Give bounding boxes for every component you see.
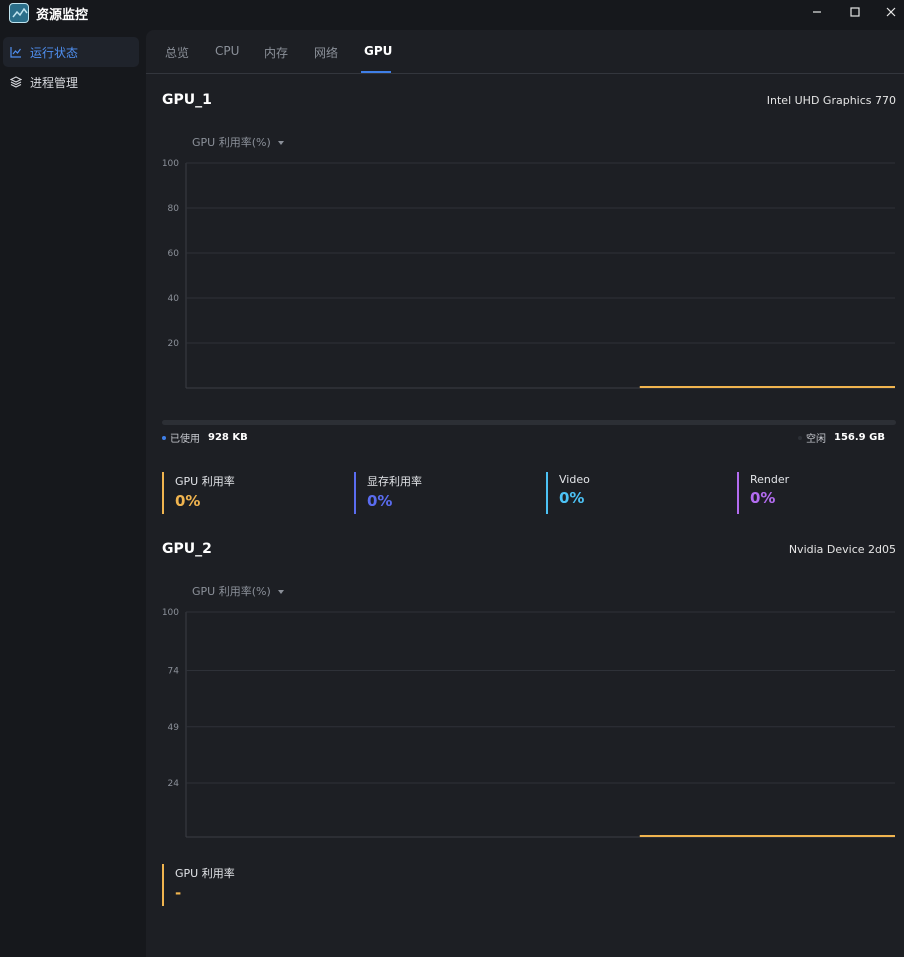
sidebar-item-label: 运行状态 — [30, 45, 79, 60]
y-tick-label: 100 — [162, 159, 179, 169]
stat-label: Video — [559, 473, 590, 486]
y-tick-label: 20 — [168, 339, 180, 349]
stat-value: 0% — [559, 489, 585, 507]
y-tick-label: 80 — [168, 204, 180, 214]
stat-label: Render — [750, 473, 790, 486]
y-tick-label: 24 — [168, 779, 180, 789]
stat-value: - — [175, 884, 182, 902]
y-tick-label: 60 — [168, 249, 180, 259]
maximize-button[interactable] — [836, 0, 874, 24]
tab-network[interactable]: 网络 — [314, 46, 339, 60]
used-label: 已使用 — [170, 434, 200, 445]
y-tick-label: 74 — [168, 667, 180, 677]
gpu1-chart: 100 80 60 40 20 — [162, 159, 895, 389]
used-dot-icon — [162, 435, 166, 440]
gpu1-memory-free: 空闲 156.9 GB — [798, 430, 885, 445]
stat-label: 显存利用率 — [367, 475, 422, 488]
gpu2-chart: 100 74 49 24 — [162, 608, 895, 838]
gpu2-metric-dropdown[interactable]: GPU 利用率(%) — [192, 583, 285, 599]
main-panel: 总览 CPU 内存 网络 GPU GPU_1 Intel UHD Graphic… — [146, 30, 904, 957]
app-title: 资源监控 — [36, 8, 89, 23]
y-tick-label: 40 — [168, 294, 180, 304]
gpu1-metric-label: GPU 利用率(%) — [192, 136, 271, 149]
free-label: 空闲 — [806, 434, 826, 445]
free-dot-icon — [798, 435, 802, 440]
maximize-icon — [850, 7, 860, 17]
line-chart-icon — [10, 47, 21, 58]
title-bar: 资源监控 — [0, 0, 904, 26]
free-value: 156.9 GB — [834, 432, 885, 443]
sidebar-item-label: 进程管理 — [30, 75, 79, 90]
gpu1-title: GPU_1 — [162, 92, 212, 108]
close-icon — [886, 7, 896, 17]
tab-cpu[interactable]: CPU — [215, 44, 240, 58]
tab-gpu[interactable]: GPU — [364, 44, 393, 58]
stat-value: 0% — [750, 489, 776, 507]
sidebar-item-status[interactable]: 运行状态 — [3, 37, 139, 67]
gpu1-stat-video: Video 0% — [546, 472, 726, 514]
gpu2-title: GPU_2 — [162, 541, 212, 557]
gpu1-memory-bar — [162, 420, 896, 425]
gpu1-stat-util: GPU 利用率 0% — [162, 472, 342, 514]
caret-down-icon — [278, 141, 285, 145]
tab-bar: 总览 CPU 内存 网络 GPU — [146, 30, 904, 74]
minimize-icon — [813, 11, 821, 13]
gpu2-model: Nvidia Device 2d05 — [788, 543, 896, 556]
active-tab-indicator — [361, 71, 391, 73]
minimize-button[interactable] — [798, 0, 836, 24]
stat-label: GPU 利用率 — [175, 475, 235, 488]
gpu2-metric-label: GPU 利用率(%) — [192, 585, 271, 598]
app-logo-icon — [9, 3, 29, 23]
layers-icon — [10, 76, 22, 88]
close-button[interactable] — [872, 0, 904, 24]
stat-value: 0% — [367, 492, 393, 510]
stat-value: 0% — [175, 492, 201, 510]
stat-label: GPU 利用率 — [175, 867, 235, 880]
gpu1-model: Intel UHD Graphics 770 — [766, 94, 896, 107]
y-tick-label: 49 — [168, 723, 180, 733]
gpu1-stat-render: Render 0% — [737, 472, 904, 514]
tab-overview[interactable]: 总览 — [165, 46, 190, 60]
tab-memory[interactable]: 内存 — [264, 46, 289, 60]
gpu1-stat-vram: 显存利用率 0% — [354, 472, 534, 514]
gpu1-memory-used: 已使用 928 KB — [162, 430, 248, 445]
sidebar: 运行状态 进程管理 — [0, 30, 146, 957]
gpu1-metric-dropdown[interactable]: GPU 利用率(%) — [192, 134, 285, 150]
y-tick-label: 100 — [162, 608, 179, 618]
used-value: 928 KB — [208, 432, 248, 443]
gpu2-stat-util: GPU 利用率 - — [162, 864, 342, 906]
caret-down-icon — [278, 590, 285, 594]
sidebar-item-processes[interactable]: 进程管理 — [3, 67, 139, 97]
